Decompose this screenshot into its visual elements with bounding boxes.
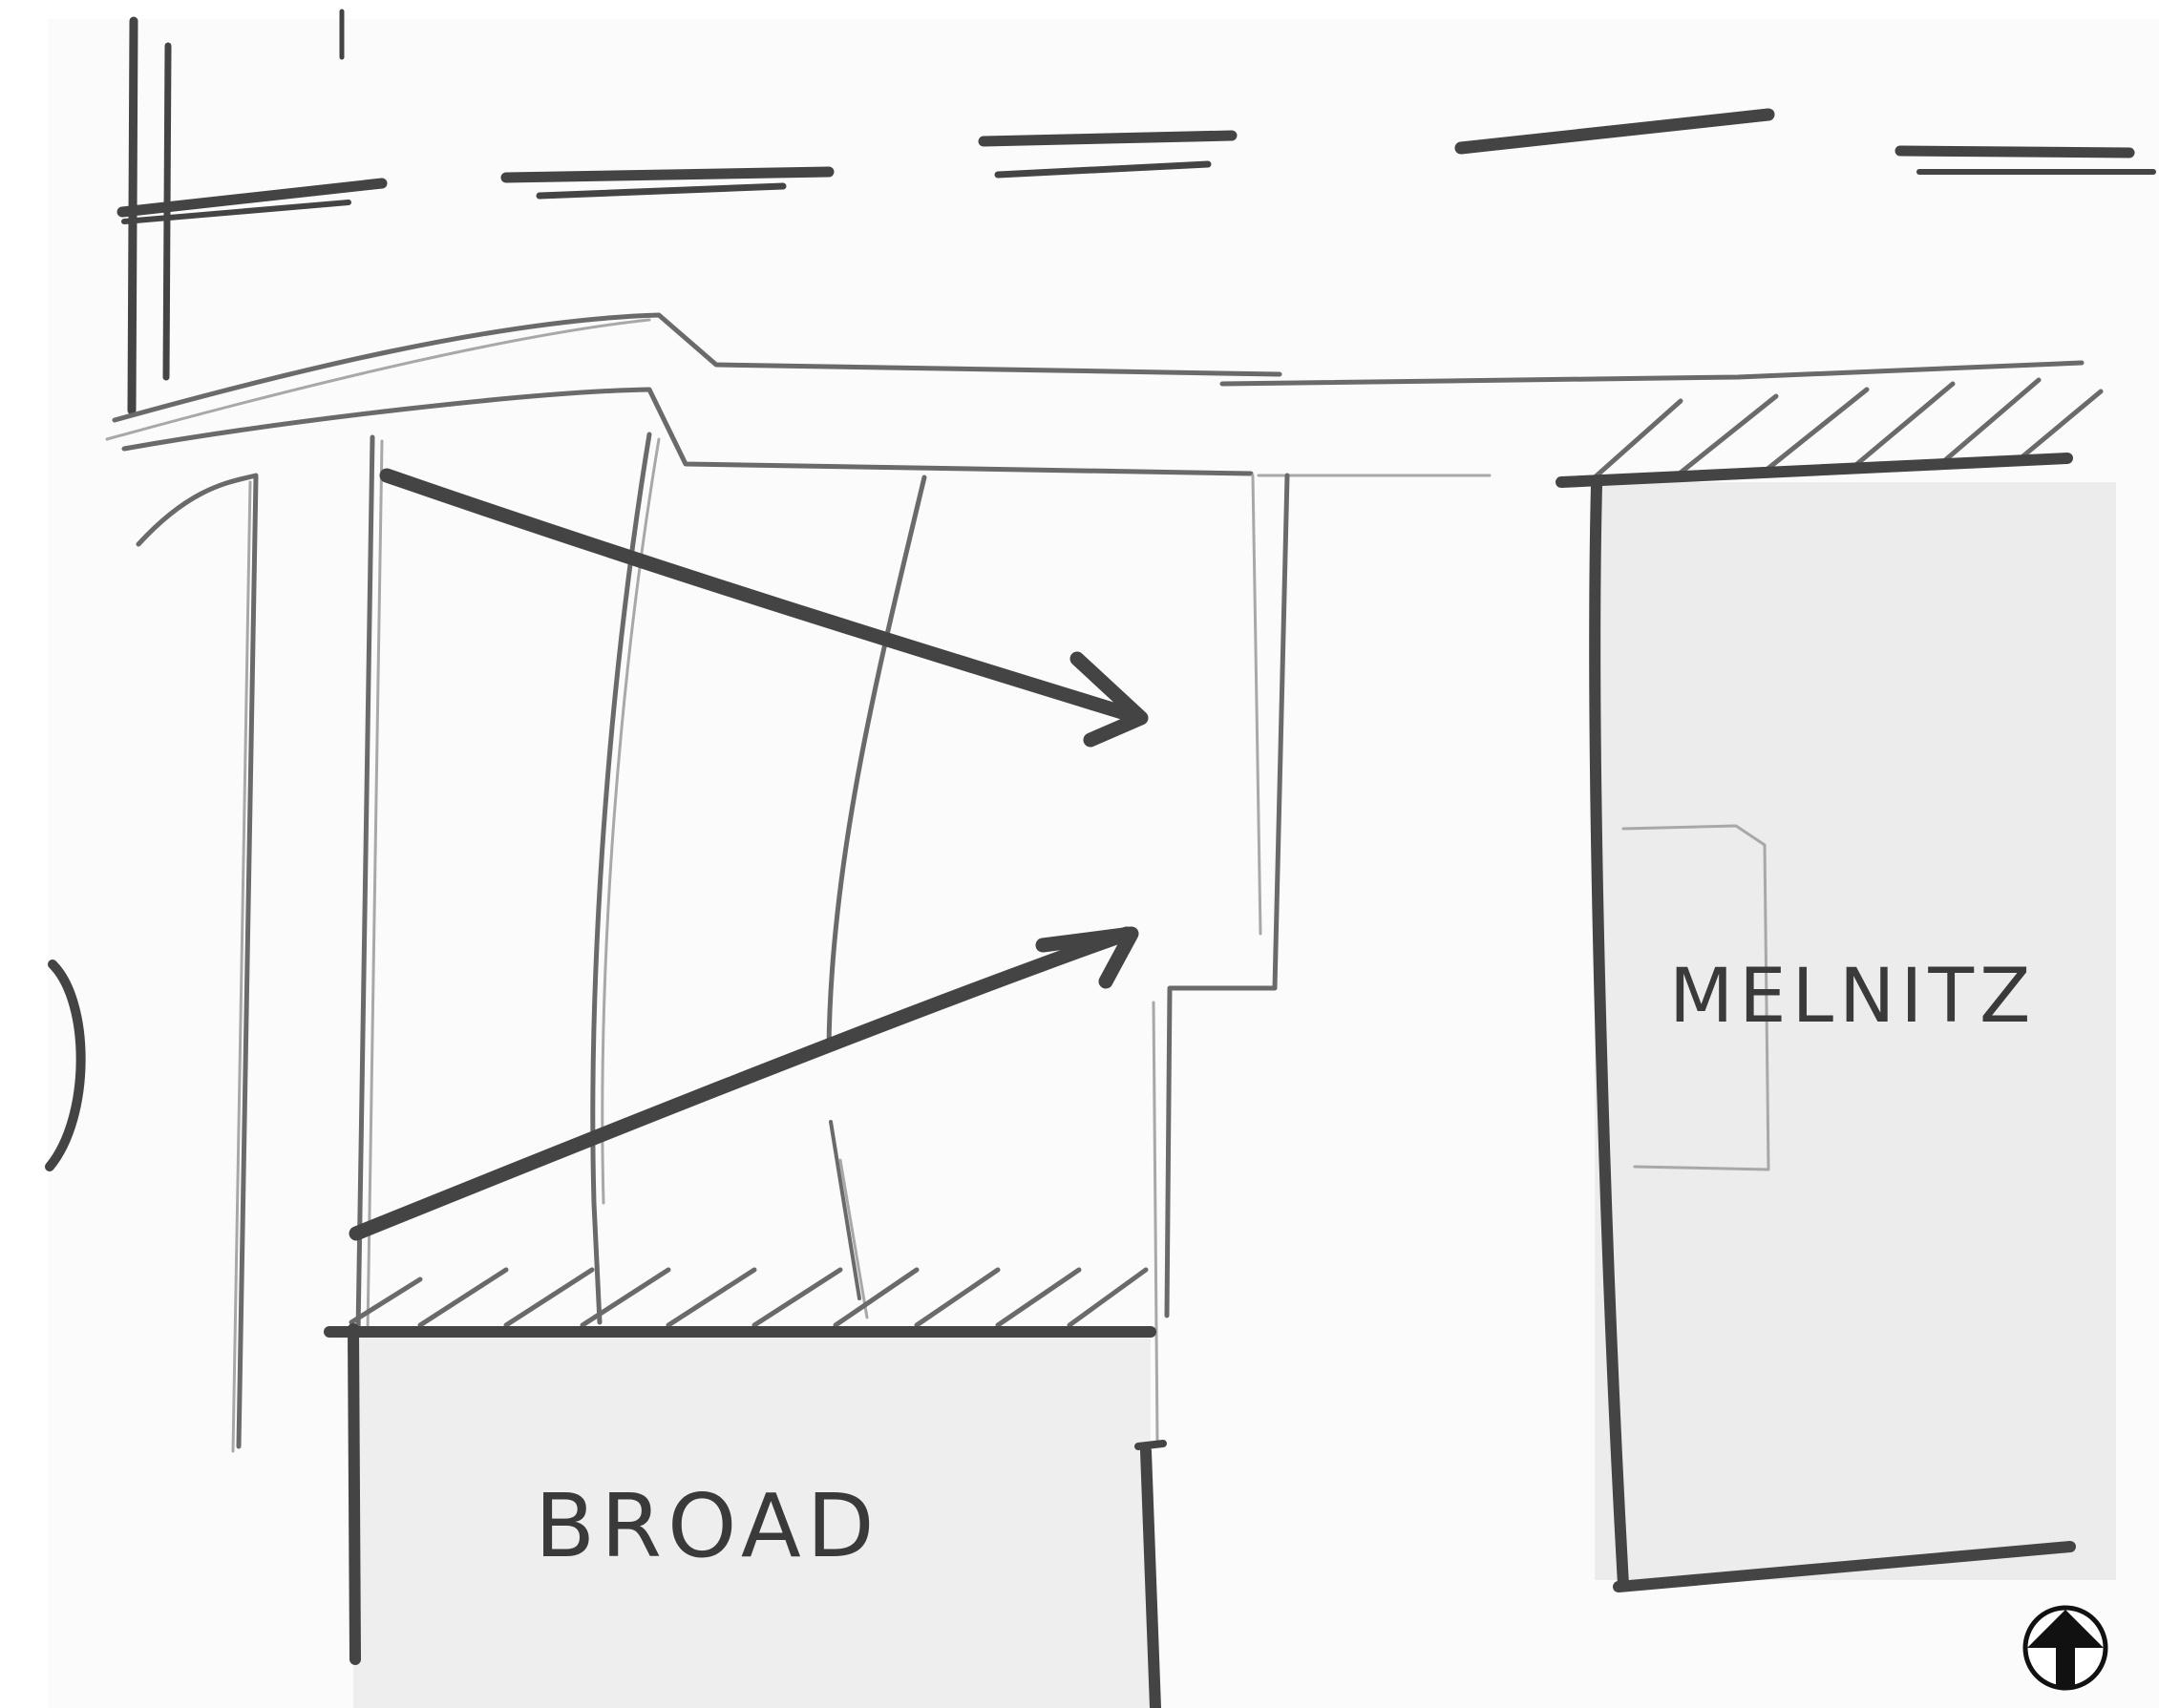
north-arrow-icon (2025, 1608, 2106, 1688)
melnitz-label: MELNITZ (1669, 954, 2036, 1040)
broad-label: BROAD (535, 1475, 880, 1577)
broad-building: BROAD (329, 1329, 1163, 1708)
melnitz-building: MELNITZ (1561, 458, 2116, 1587)
